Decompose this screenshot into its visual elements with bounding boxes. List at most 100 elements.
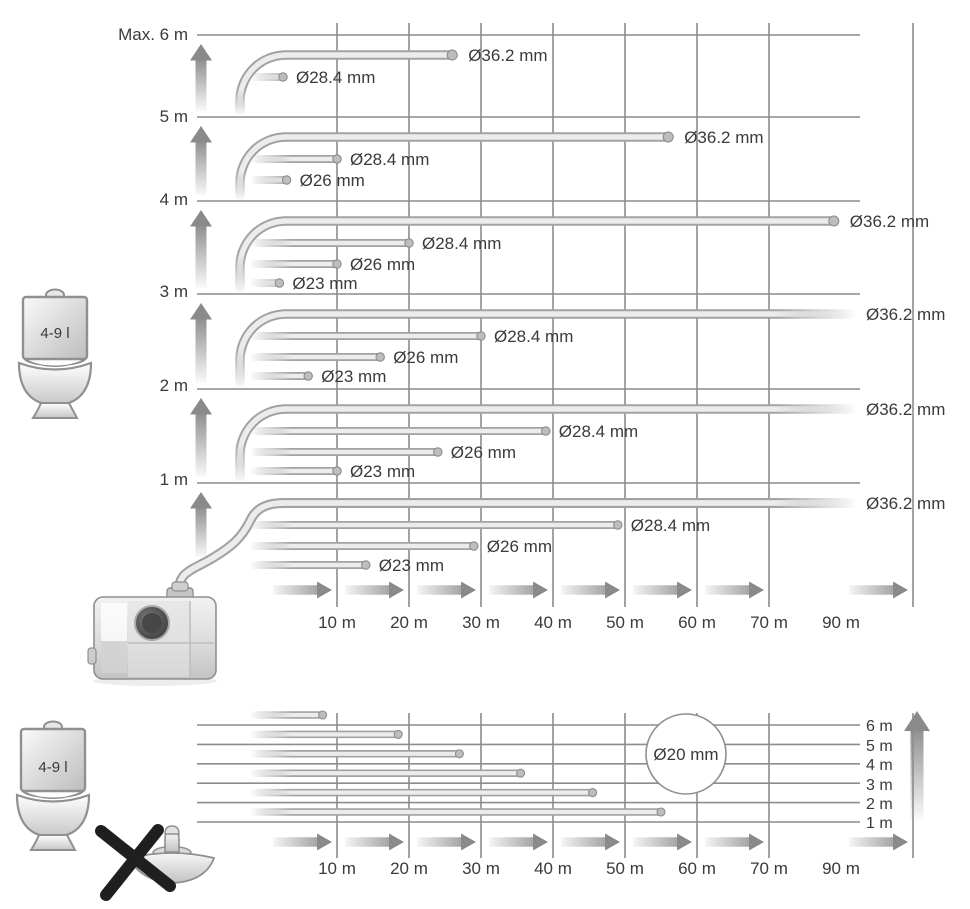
pipe-diameter-label: Ø36.2 mm — [866, 494, 945, 513]
basin-plug-knob — [164, 825, 180, 835]
x-label-40m: 40 m — [534, 859, 572, 878]
pipe-diameter-label: Ø36.2 mm — [684, 128, 763, 147]
diameter-circle-label: Ø20 mm — [653, 745, 718, 764]
right-arrow-head — [893, 833, 908, 851]
x-label-30m: 30 m — [462, 613, 500, 632]
y-label-6m: Max. 6 m — [118, 25, 188, 44]
up-arrow-head — [190, 303, 212, 320]
cross-icon — [95, 824, 176, 901]
diameter-circle — [645, 713, 727, 795]
up-arrow-head — [190, 492, 212, 509]
pipe-diameter-label: Ø28.4 mm — [350, 150, 429, 169]
pipe-diameter-label: Ø26 mm — [300, 171, 365, 190]
top-chart-y-labels: Max. 6 m 5 m 4 m 3 m 2 m 1 m — [118, 25, 188, 489]
pipe-riser-curve — [237, 311, 287, 387]
pipe-end-cap — [318, 710, 328, 720]
pipe-diameter-label: Ø23 mm — [292, 274, 357, 293]
pipe-end-cap — [828, 215, 840, 227]
right-arrow-head — [749, 581, 764, 599]
toilet-icon-bottom — [15, 720, 91, 852]
pipe-diameter-label: Ø28.4 mm — [296, 68, 375, 87]
pipe-end-cap — [656, 807, 666, 817]
x-label-50m: 50 m — [606, 613, 644, 632]
pipe-end-cap — [361, 560, 371, 570]
x-label-90m: 90 m — [822, 613, 860, 632]
pipe-riser-curve — [235, 132, 287, 199]
y-label-4m: 4 m — [866, 757, 893, 774]
up-arrow-head — [190, 398, 212, 415]
pipe-end-cap — [541, 426, 551, 436]
pipe-diameter-label: Ø36.2 mm — [866, 400, 945, 419]
x-label-60m: 60 m — [678, 859, 716, 878]
pipe-riser-curve — [237, 134, 287, 199]
right-arrow-head — [893, 581, 908, 599]
pipe-diameter-label: Ø26 mm — [451, 443, 516, 462]
y-label-4m: 4 m — [160, 190, 188, 209]
pipe-end-cap — [278, 72, 288, 82]
pipe-end-cap — [588, 788, 598, 798]
right-arrow-head — [317, 581, 332, 599]
pipe-end-cap — [375, 352, 385, 362]
pipe-end-cap — [469, 541, 479, 551]
top-chart: Ø36.2 mm Ø28.4 mm Ø36.2 mm Ø28.4 mm Ø26 mm Ø3… — [174, 23, 945, 607]
x-label-10m: 10 m — [318, 859, 356, 878]
pipe-diameter-label: Ø28.4 mm — [422, 234, 501, 253]
right-arrow-head — [317, 833, 332, 851]
up-arrow-head — [190, 44, 212, 61]
right-arrow-head — [605, 833, 620, 851]
right-arrow-head — [533, 581, 548, 599]
toilet-capacity-label-bottom: 4-9 l — [38, 759, 67, 776]
y-label-3m: 3 m — [160, 282, 188, 301]
pipe-end-cap — [332, 154, 342, 164]
x-label-60m: 60 m — [678, 613, 716, 632]
pipe-end-cap — [274, 278, 285, 288]
right-arrow-head — [461, 833, 476, 851]
pipe-end-cap — [303, 371, 313, 381]
pipe-diameter-label: Ø26 mm — [393, 348, 458, 367]
y-label-1m: 1 m — [866, 815, 893, 832]
pipe-riser-curve — [237, 406, 287, 481]
prohibited-basin — [95, 824, 216, 901]
pipe-end-cap — [613, 520, 623, 530]
pipe-diameter-label: Ø28.4 mm — [494, 327, 573, 346]
right-arrow-head — [533, 833, 548, 851]
bottom-chart-x-labels: 10 m 20 m 30 m 40 m 50 m 60 m 70 m 90 m — [318, 859, 860, 878]
pipe-diameter-label: Ø26 mm — [487, 537, 552, 556]
right-arrow-head — [389, 833, 404, 851]
pump-discharge-pipe — [176, 500, 856, 598]
x-label-10m: 10 m — [318, 613, 356, 632]
right-arrow-head — [605, 581, 620, 599]
right-arrow-head — [389, 581, 404, 599]
pipe-end-cap — [393, 729, 403, 739]
pipe-diameter-label: Ø28.4 mm — [631, 516, 710, 535]
top-chart-x-labels: 10 m 20 m 30 m 40 m 50 m 60 m 70 m 90 m — [318, 613, 860, 632]
pipe-riser-curve — [237, 52, 287, 115]
y-label-2m: 2 m — [160, 376, 188, 395]
pipe-end-cap — [332, 259, 342, 269]
pipe-end-cap — [476, 331, 486, 341]
pipe-end-cap — [332, 466, 342, 476]
right-arrow-head — [749, 833, 764, 851]
y-label-3m: 3 m — [866, 777, 893, 794]
pipe-end-cap — [404, 238, 414, 248]
y-label-5m: 5 m — [866, 738, 893, 755]
right-arrow-head — [461, 581, 476, 599]
x-label-70m: 70 m — [750, 613, 788, 632]
pipe-end-cap — [446, 49, 458, 61]
up-arrow-head — [904, 711, 930, 731]
right-arrow-head — [677, 581, 692, 599]
x-label-20m: 20 m — [390, 859, 428, 878]
toilet-capacity-label-top: 4-9 l — [40, 325, 69, 342]
y-label-6m: 6 m — [866, 718, 893, 735]
x-label-20m: 20 m — [390, 613, 428, 632]
x-label-30m: 30 m — [462, 859, 500, 878]
pipe-end-cap — [662, 131, 674, 143]
y-label-1m: 1 m — [160, 470, 188, 489]
y-label-5m: 5 m — [160, 107, 188, 126]
pipe-riser-curve — [237, 218, 287, 292]
pipe-diameter-label: Ø23 mm — [321, 367, 386, 386]
pipe-diameter-label: Ø36.2 mm — [468, 46, 547, 65]
pipe-end-cap — [281, 175, 292, 185]
